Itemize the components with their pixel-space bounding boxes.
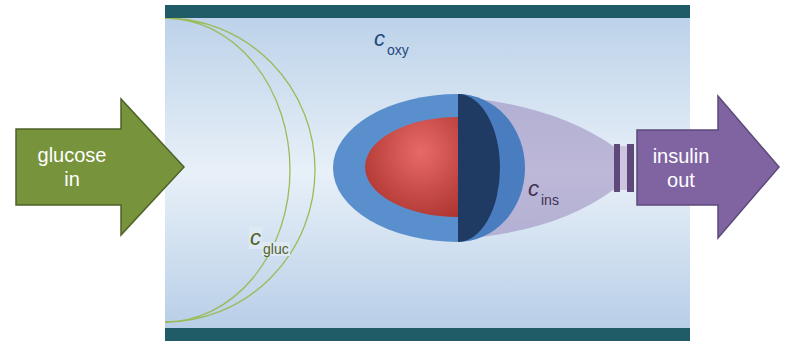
arrow-label: insulin out [650, 144, 712, 192]
concentration-subscript: ins [541, 193, 559, 207]
concentration-symbol: c [528, 178, 539, 200]
channel-wall [165, 5, 690, 18]
concentration-subscript: gluc [262, 242, 290, 256]
concentration-subscript: oxy [387, 43, 409, 57]
arrow-outline [637, 96, 779, 238]
cell-cut-face [458, 94, 500, 242]
cell-nucleus [365, 117, 458, 217]
arrow-label-area: insulin out [636, 130, 726, 205]
channel-wall [165, 328, 690, 341]
arrow-label: glucose in [29, 143, 115, 191]
concentration-symbol: c [249, 227, 262, 249]
channel-lumen [165, 5, 690, 341]
arrow-outline [16, 99, 184, 235]
outlet-plate [614, 144, 620, 192]
arrow-label-area: glucose in [15, 129, 129, 205]
cell-body [333, 94, 458, 242]
input-arrow: glucose in [15, 98, 185, 236]
arrow-shape [15, 98, 185, 236]
arrow-shape [636, 95, 780, 239]
cell-membrane [458, 94, 525, 242]
glucose-front [165, 18, 315, 322]
outlet-gap [620, 146, 627, 190]
output-arrow: insulin out [636, 95, 780, 239]
outlet-plate [627, 144, 634, 192]
concentration-symbol: c [374, 28, 385, 50]
